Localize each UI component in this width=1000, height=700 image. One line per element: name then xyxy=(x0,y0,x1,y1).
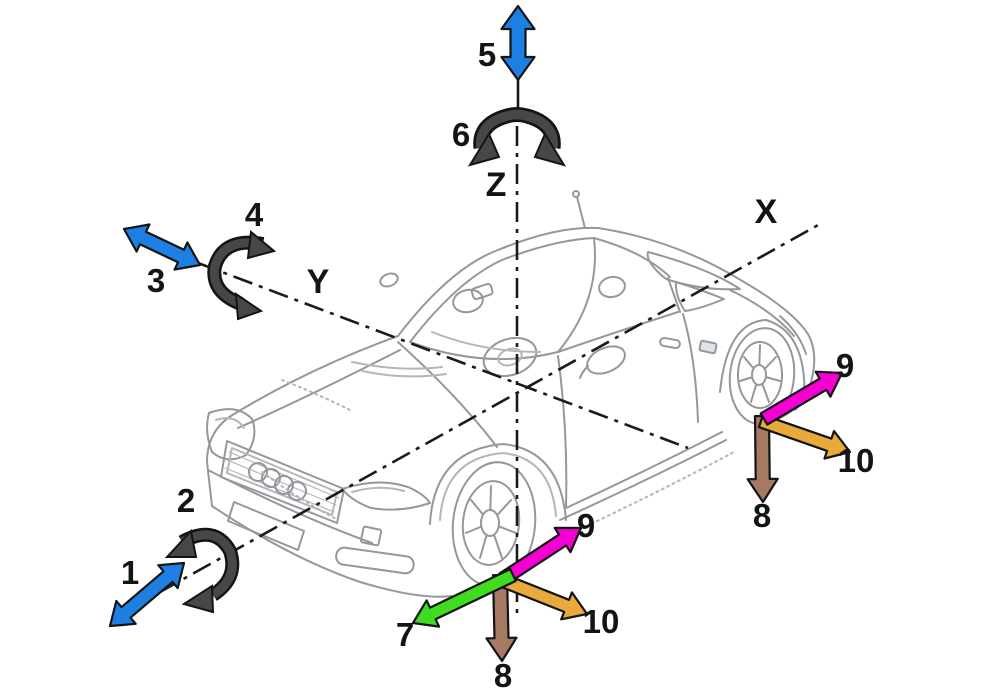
right-headlight xyxy=(341,481,431,511)
b-pillar xyxy=(667,277,681,313)
yaw-rotation-arrow xyxy=(467,107,567,167)
steering-wheel xyxy=(482,336,538,378)
pitch-ribbon xyxy=(209,238,264,309)
spoiler-lip xyxy=(779,315,807,355)
bumper-upper-line xyxy=(207,469,373,544)
label-6: 6 xyxy=(452,116,470,153)
right-headlight-inner xyxy=(351,486,405,493)
coordinate-axes xyxy=(159,80,821,616)
label-8-front: 8 xyxy=(494,657,512,694)
headrest-right xyxy=(598,275,626,299)
left-headlight-inner xyxy=(215,417,245,429)
label-2: 2 xyxy=(177,482,195,519)
rear-glass xyxy=(646,251,741,291)
tow-hook-cover xyxy=(359,525,383,547)
wheel-forward-arrow xyxy=(411,567,517,628)
yaw-arrowhead-left xyxy=(467,131,501,167)
audi-rings-icon xyxy=(248,462,307,501)
grille-hatch-lines xyxy=(224,451,340,513)
roll-arrowhead-bottom xyxy=(181,584,215,614)
grille-outline xyxy=(220,440,345,524)
x-axis-line xyxy=(159,222,821,594)
front-hub xyxy=(480,509,500,537)
x-axis-label: X xyxy=(755,193,778,231)
label-10-rear: 10 xyxy=(838,442,875,479)
left-headlight xyxy=(206,408,256,461)
front-rim xyxy=(461,480,521,566)
intake-slot xyxy=(335,546,415,575)
label-5: 5 xyxy=(478,36,496,73)
label-1: 1 xyxy=(121,554,139,591)
label-8-rear: 8 xyxy=(753,497,771,534)
z-axis-label: Z xyxy=(486,166,507,204)
bumper-bottom-line xyxy=(211,505,453,598)
antenna-tip xyxy=(572,190,580,198)
fender-seam xyxy=(397,341,498,448)
linear-arrows xyxy=(108,4,852,663)
wheel-lateral-arrow-rear xyxy=(759,370,844,426)
front-wheel-arch xyxy=(429,443,567,525)
lateral-arrow xyxy=(122,223,202,271)
antenna-icon xyxy=(576,196,586,229)
sill-line-lower xyxy=(559,439,727,521)
license-plate xyxy=(227,501,305,551)
door-handle xyxy=(659,336,681,350)
pitch-arrowhead-bottom xyxy=(234,291,264,321)
car-front-fascia xyxy=(206,379,453,598)
mirror-stalk xyxy=(579,365,589,379)
pitch-arrowhead-top xyxy=(246,230,277,260)
label-9-front: 9 xyxy=(577,507,595,544)
longitudinal-arrow xyxy=(108,561,186,628)
rear-hub xyxy=(751,364,767,386)
wiper-line-1 xyxy=(351,361,443,370)
label-3: 3 xyxy=(147,262,165,299)
windshield-right-edge xyxy=(557,237,596,353)
grille-inner-outline xyxy=(226,447,338,516)
roll-ribbon xyxy=(179,530,237,599)
label-4: 4 xyxy=(245,196,264,233)
door-seam xyxy=(682,313,699,423)
roof-rail xyxy=(593,237,671,278)
rear-wheel xyxy=(719,319,805,425)
labels: 5 6 Z 4 3 Y X 2 1 7 9 10 8 9 10 8 xyxy=(121,36,875,694)
wiper-line-2 xyxy=(361,370,447,378)
pitch-rotation-arrow xyxy=(207,230,277,321)
heave-arrow xyxy=(500,4,536,82)
roll-arrowhead-top xyxy=(164,528,198,558)
a-pillar-inner xyxy=(409,259,503,343)
rear-rim xyxy=(737,341,783,409)
beltline xyxy=(557,311,679,353)
far-side-mirror xyxy=(379,272,399,288)
label-10-front: 10 xyxy=(583,603,620,640)
side-marker xyxy=(698,339,718,355)
roll-rotation-arrow xyxy=(164,527,240,614)
car-body-outline xyxy=(206,226,816,507)
y-axis-line xyxy=(197,261,689,450)
y-axis-label: Y xyxy=(307,263,330,301)
wheel-lateral-arrow-front xyxy=(498,526,583,586)
label-9-rear: 9 xyxy=(836,347,854,384)
sill-line-upper xyxy=(565,431,723,509)
hood-inner-line xyxy=(237,349,401,429)
front-wheel xyxy=(429,443,567,587)
car-interior xyxy=(351,275,626,378)
door-front-seam xyxy=(557,355,568,507)
car-illustration xyxy=(206,190,816,598)
front-wheel-arch-inner xyxy=(439,452,557,521)
rear-wheel-arch xyxy=(719,319,805,393)
yaw-arrowhead-right xyxy=(533,131,567,167)
label-7: 7 xyxy=(396,616,414,653)
side-mirror xyxy=(586,345,626,375)
yaw-ribbon xyxy=(476,109,558,149)
dashboard-line xyxy=(431,331,541,353)
rearview-mirror xyxy=(470,282,494,301)
hood-dotted-line xyxy=(281,379,351,411)
windshield-header xyxy=(501,237,595,261)
rotation-arrows xyxy=(164,107,567,614)
deck-inner-line xyxy=(729,289,795,337)
